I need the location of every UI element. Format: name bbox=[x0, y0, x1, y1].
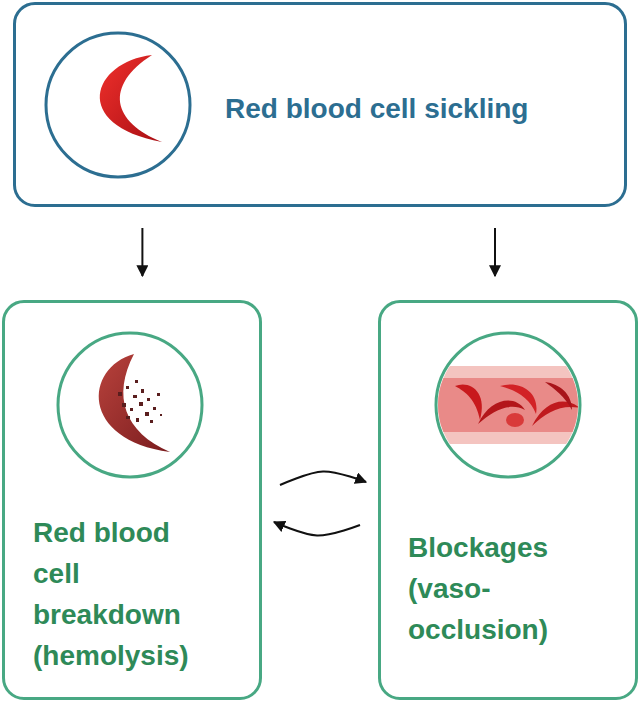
fragment bbox=[145, 412, 149, 416]
red-cell bbox=[506, 413, 524, 427]
sickle-cell bbox=[500, 384, 537, 414]
effect-box: Blockages (vaso-occlusion) bbox=[378, 300, 638, 700]
sickle-cell bbox=[545, 382, 572, 410]
sickle-cell bbox=[455, 384, 482, 420]
broken-cell-icon bbox=[99, 354, 170, 452]
vessel-wall bbox=[430, 366, 590, 444]
fragment bbox=[141, 389, 144, 393]
effect-box: Red blood cell breakdown (hemolysis) bbox=[2, 300, 262, 700]
cell-fragments bbox=[118, 380, 162, 423]
fragment bbox=[130, 408, 133, 411]
down-arrow bbox=[141, 228, 143, 276]
sickle-cell bbox=[478, 401, 525, 424]
vessel-icon bbox=[430, 366, 590, 444]
icon-circle bbox=[46, 33, 190, 177]
fragment bbox=[153, 407, 156, 410]
vessel-lumen bbox=[430, 378, 590, 432]
fragment bbox=[122, 403, 126, 407]
curved-arrow bbox=[280, 471, 366, 485]
node-label: Red blood cell sickling bbox=[225, 88, 620, 129]
fragment bbox=[157, 393, 160, 396]
fragment bbox=[139, 402, 143, 406]
icon-circle bbox=[58, 333, 202, 477]
down-arrow bbox=[494, 228, 496, 276]
fragment bbox=[147, 398, 150, 401]
node-label: Red blood cell breakdown (hemolysis) bbox=[33, 512, 211, 676]
fragment bbox=[136, 418, 139, 422]
fragment bbox=[126, 416, 130, 419]
curved-arrow bbox=[274, 522, 360, 536]
sickle-cell-icon bbox=[100, 55, 162, 142]
fragment bbox=[135, 380, 138, 383]
icon-circle bbox=[436, 333, 580, 477]
fragment bbox=[133, 395, 137, 398]
sickle-cell bbox=[532, 402, 580, 426]
fragment bbox=[118, 392, 122, 396]
fragment bbox=[126, 386, 129, 389]
fragment bbox=[160, 414, 162, 416]
cause-box: Red blood cell sickling bbox=[13, 2, 627, 207]
node-label: Blockages (vaso-occlusion) bbox=[408, 527, 573, 650]
fragment bbox=[150, 420, 153, 423]
